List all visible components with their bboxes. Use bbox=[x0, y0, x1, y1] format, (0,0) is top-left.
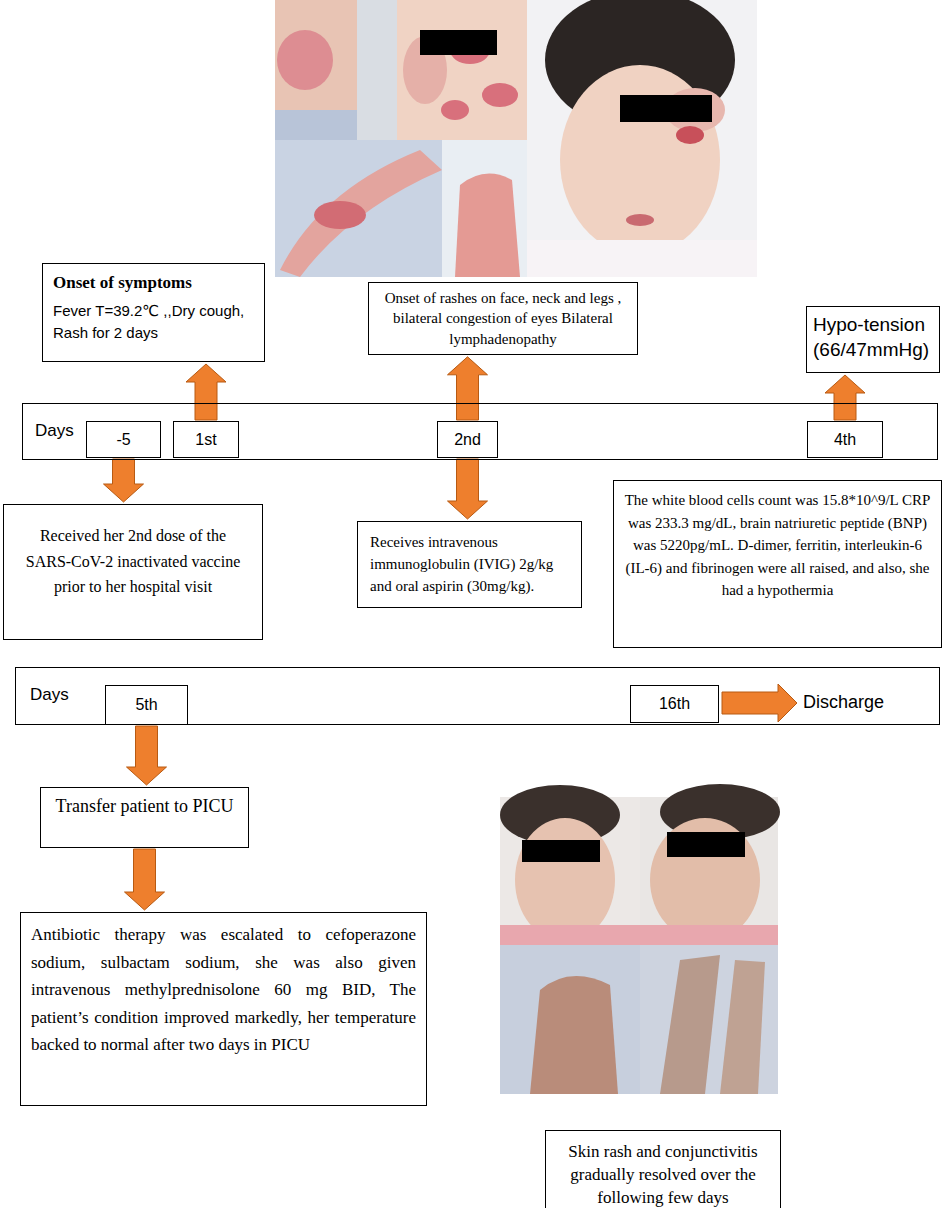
rash-patch bbox=[314, 201, 366, 229]
axis-label: Days bbox=[35, 421, 74, 441]
redaction-bar bbox=[667, 832, 745, 857]
bottom-photo-collage bbox=[500, 784, 780, 1094]
photo-shirt bbox=[527, 240, 757, 277]
event-box: Onset of symptomsFever T=39.2℃ ,,Dry cou… bbox=[42, 263, 265, 362]
day-box: 16th bbox=[630, 685, 719, 723]
box-text: Transfer patient to PICU bbox=[51, 795, 238, 818]
box-text: Antibiotic therapy was escalated to cefo… bbox=[31, 921, 416, 1059]
redaction-bar bbox=[522, 840, 600, 862]
rash-patch bbox=[441, 100, 469, 120]
rash-patch bbox=[482, 83, 518, 107]
photo-shirt bbox=[500, 925, 640, 945]
day-box: 2nd bbox=[437, 421, 498, 458]
photo-face-shape bbox=[515, 818, 615, 942]
box-text: The white blood cells count was 15.8*10^… bbox=[622, 489, 933, 602]
top-photo-collage bbox=[275, 0, 757, 277]
day-label: 16th bbox=[659, 695, 690, 713]
box-text: Hypo-tension (66/47mmHg) bbox=[813, 313, 933, 362]
discharge-arrow bbox=[722, 684, 797, 722]
block-arrow bbox=[448, 459, 488, 519]
event-box: Received her 2nd dose of the SARS-CoV-2 … bbox=[3, 504, 263, 640]
photo-pillow bbox=[357, 0, 397, 140]
timeline-band: Days -5 1st 2nd 4th bbox=[22, 403, 938, 460]
event-box: Transfer patient to PICU bbox=[40, 787, 249, 848]
event-box: Skin rash and conjunctivitis gradually r… bbox=[545, 1130, 781, 1208]
day-box: 5th bbox=[105, 685, 188, 725]
box-text: Receives intravenous immunoglobulin (IVI… bbox=[370, 532, 569, 597]
photo-arm-shape bbox=[720, 960, 765, 1094]
rash-patch bbox=[277, 30, 333, 90]
block-arrow bbox=[825, 375, 865, 420]
box-heading: Onset of symptoms bbox=[53, 272, 254, 294]
block-arrow bbox=[186, 364, 226, 420]
photo-face bbox=[357, 0, 527, 140]
timeline-band: Days 5th 16th bbox=[15, 667, 940, 725]
event-box: Receives intravenous immunoglobulin (IVI… bbox=[357, 521, 582, 608]
redaction-bar bbox=[420, 30, 497, 55]
block-arrow bbox=[125, 849, 165, 910]
day-box: 1st bbox=[173, 421, 239, 458]
photo-face-shape bbox=[650, 818, 760, 942]
event-box: The white blood cells count was 15.8*10^… bbox=[613, 480, 942, 648]
event-box: Onset of rashes on face, neck and legs ,… bbox=[368, 282, 638, 355]
day-label: -5 bbox=[116, 431, 130, 449]
box-text: Onset of rashes on face, neck and legs ,… bbox=[374, 288, 632, 349]
redaction-bar bbox=[620, 95, 712, 122]
photo-neck bbox=[275, 0, 357, 140]
photo-leg bbox=[280, 150, 442, 277]
day-label: 2nd bbox=[454, 431, 481, 449]
box-text: Fever T=39.2℃ ,,Dry cough, Rash for 2 da… bbox=[53, 300, 254, 344]
day-label: 1st bbox=[195, 431, 216, 449]
day-box: 4th bbox=[807, 421, 883, 458]
box-text: Received her 2nd dose of the SARS-CoV-2 … bbox=[16, 523, 250, 600]
block-arrow bbox=[127, 726, 167, 785]
day-label: 5th bbox=[135, 696, 157, 714]
photo-hand-shape bbox=[530, 976, 618, 1094]
photo-hand bbox=[500, 945, 640, 1094]
photo-hand-shape bbox=[455, 174, 520, 277]
photo-lips bbox=[626, 214, 654, 226]
photo-shirt bbox=[640, 925, 778, 945]
photo-red-eye bbox=[676, 126, 704, 144]
photo-hand bbox=[442, 140, 527, 277]
event-box: Hypo-tension (66/47mmHg) bbox=[806, 306, 940, 373]
event-box: Antibiotic therapy was escalated to cefo… bbox=[20, 912, 427, 1106]
box-text: Skin rash and conjunctivitis gradually r… bbox=[556, 1141, 770, 1208]
block-arrow bbox=[448, 357, 488, 420]
photo-legs bbox=[275, 140, 442, 277]
photo-arm-shape bbox=[660, 955, 720, 1094]
photo-arm bbox=[640, 945, 778, 1094]
block-arrow bbox=[104, 459, 144, 502]
day-box: -5 bbox=[86, 421, 161, 458]
photo-cloth bbox=[275, 110, 357, 140]
day-label: 4th bbox=[834, 431, 856, 449]
discharge-label: Discharge bbox=[803, 692, 884, 713]
axis-label: Days bbox=[30, 685, 69, 705]
